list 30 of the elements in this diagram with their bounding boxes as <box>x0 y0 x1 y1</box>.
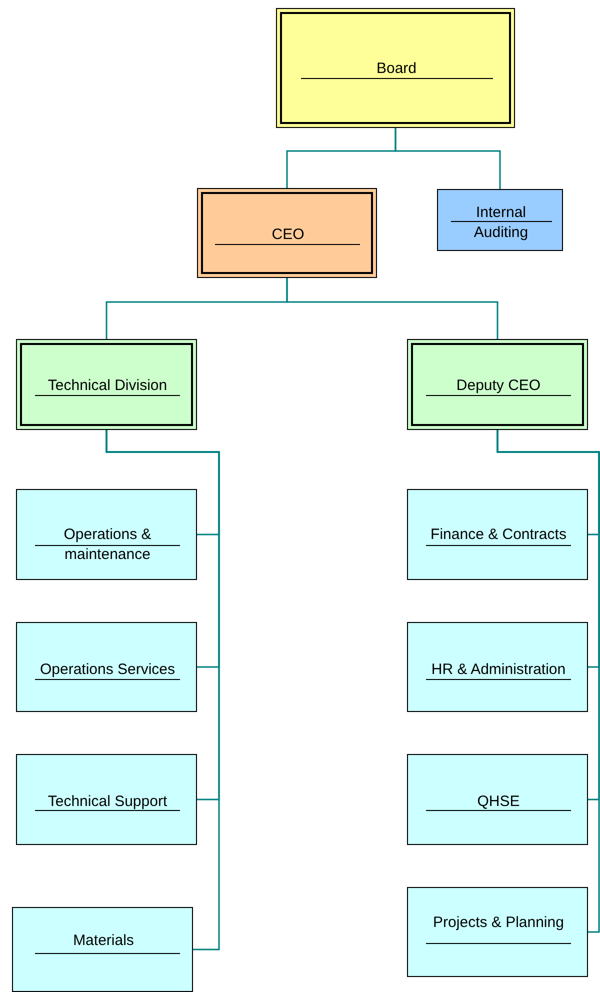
double-bordered-box <box>197 188 377 278</box>
connector-line <box>106 430 220 950</box>
org-box <box>16 489 197 580</box>
double-bordered-box <box>276 8 515 128</box>
box-label: Finance & Contracts <box>430 525 568 545</box>
connector-line <box>496 430 600 933</box>
org-box <box>407 887 588 977</box>
connector-line <box>286 278 498 339</box>
box-label: Board <box>375 59 418 79</box>
box-label: Materials <box>72 931 135 951</box>
org-box <box>407 622 588 712</box>
org-box <box>16 754 197 845</box>
box-label: Operations Services <box>38 660 176 680</box>
org-box <box>16 622 197 712</box>
box-label: Operations & maintenance <box>62 525 152 565</box>
box-label: Internal Auditing <box>472 203 530 243</box>
box-label: CEO <box>270 225 306 245</box>
org-box <box>407 489 588 580</box>
connector-line <box>394 128 501 189</box>
box-label: Technical Support <box>46 792 168 812</box>
box-label: Projects & Planning <box>432 913 565 933</box>
box-label: Technical Division <box>46 376 168 396</box>
double-bordered-box <box>16 339 197 430</box>
box-label: Deputy CEO <box>455 376 542 396</box>
double-bordered-box <box>407 339 588 430</box>
org-box <box>12 907 193 992</box>
org-box <box>437 189 563 251</box>
org-box <box>407 754 588 845</box>
box-label: HR & Administration <box>430 660 567 680</box>
box-label: QHSE <box>476 792 521 812</box>
